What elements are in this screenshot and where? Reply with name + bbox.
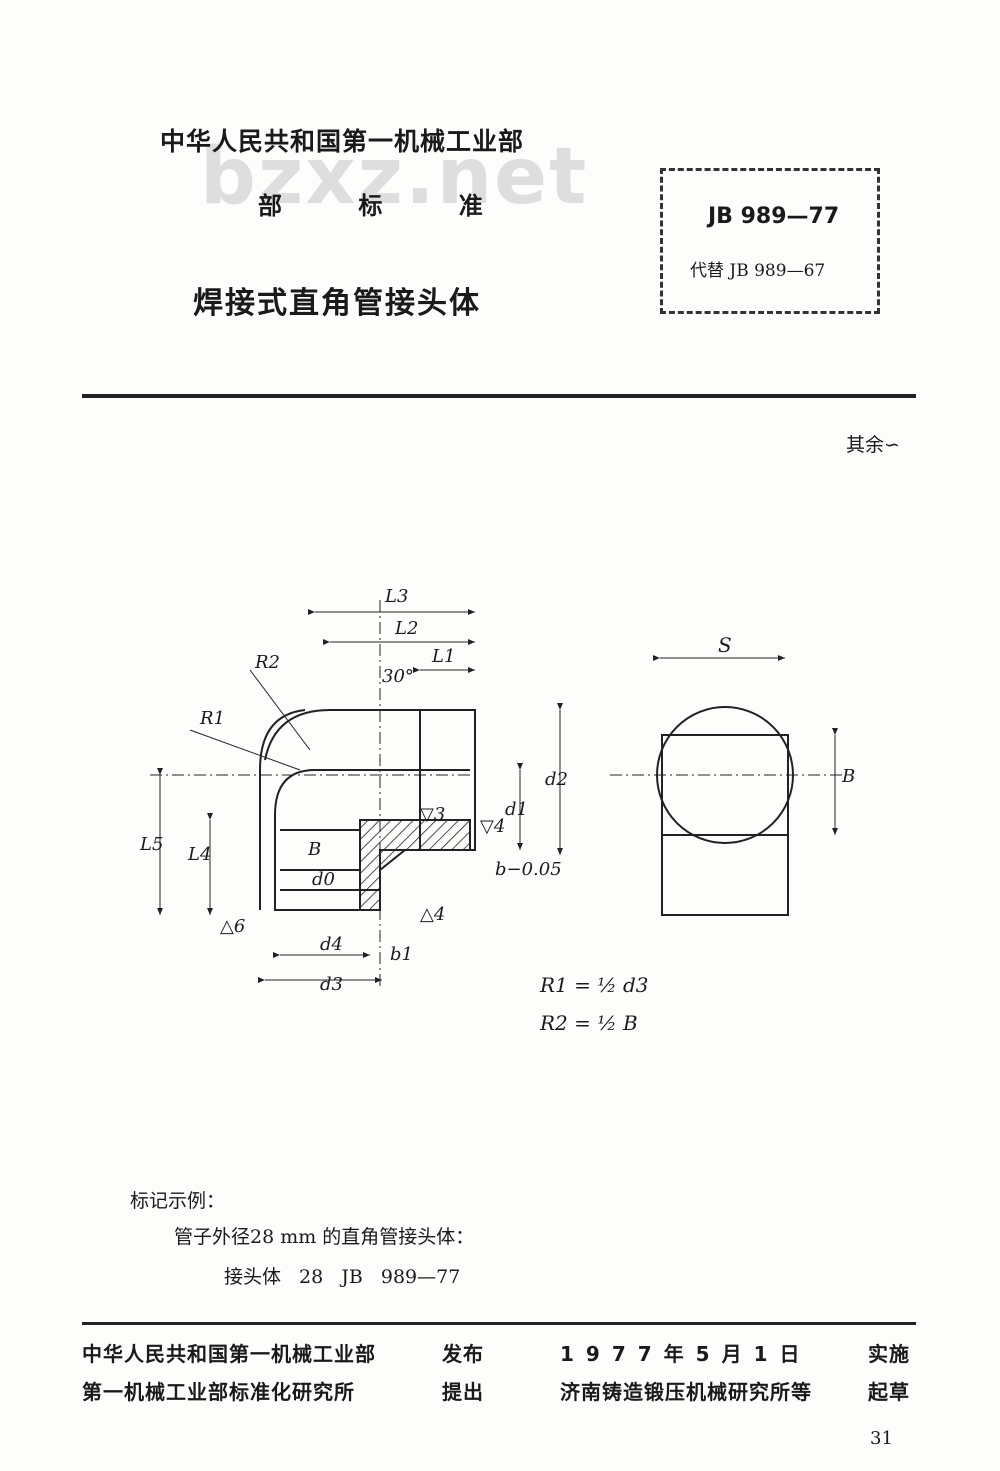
svg-text:▽3: ▽3 [420, 804, 445, 825]
svg-text:d2: d2 [545, 769, 568, 790]
svg-text:d0: d0 [312, 869, 335, 890]
standard-label: 部 标 准 [258, 191, 517, 220]
svg-text:b−0.05: b−0.05 [495, 859, 562, 880]
svg-text:△6: △6 [220, 916, 245, 937]
marking-example-description: 管子外径28 mm 的直角管接头体： [174, 1226, 475, 1248]
side-view [610, 655, 845, 916]
marking-example-title: 标记示例： [130, 1190, 226, 1212]
svg-text:30°: 30° [382, 666, 414, 687]
issuer-action: 发布 [442, 1342, 484, 1366]
footer-rule [82, 1322, 916, 1325]
issuer: 中华人民共和国第一机械工业部 [82, 1342, 376, 1366]
document-title: 焊接式直角管接头体 [193, 286, 481, 321]
replaces-standard: 代替 JB 989—67 [690, 261, 826, 281]
watermark: bzxz.net [200, 132, 589, 222]
svg-text:△4: △4 [420, 904, 445, 925]
page-number: 31 [870, 1428, 893, 1449]
formula-r1: R1 = ½ d3 [539, 973, 649, 997]
svg-text:R2: R2 [254, 652, 280, 673]
header-rule [82, 394, 916, 398]
drawing-labels: L3 L2 L1 R2 R1 30° L5 L4 B d0 d4 d3 d1 d… [139, 586, 568, 995]
technical-drawing: L3 L2 L1 R2 R1 30° L5 L4 B d0 d4 d3 d1 d… [139, 586, 855, 1035]
formula-r2: R2 = ½ B [539, 1011, 638, 1035]
svg-text:L3: L3 [384, 586, 408, 607]
effective-action: 实施 [868, 1342, 910, 1366]
svg-text:L5: L5 [139, 834, 163, 855]
svg-text:L4: L4 [187, 844, 211, 865]
svg-text:d3: d3 [320, 974, 343, 995]
drafter: 济南铸造锻压机械研究所等 [560, 1380, 812, 1404]
side-label-b: B [841, 766, 855, 787]
svg-text:b1: b1 [390, 944, 413, 965]
ministry-name: 中华人民共和国第一机械工业部 [160, 127, 525, 156]
drafter-action: 起草 [868, 1380, 910, 1404]
svg-text:R1: R1 [199, 708, 225, 729]
standard-number-box [660, 168, 880, 314]
svg-text:d4: d4 [320, 934, 343, 955]
proposer: 第一机械工业部标准化研究所 [82, 1380, 355, 1404]
marking-example-code: 接头体 28 JB 989—77 [224, 1266, 461, 1288]
svg-text:d1: d1 [505, 799, 528, 820]
svg-text:L2: L2 [394, 618, 418, 639]
svg-text:B: B [307, 839, 321, 860]
svg-text:▽4: ▽4 [480, 816, 505, 837]
surface-roughness-note: 其余∽ [846, 434, 900, 456]
svg-text:L1: L1 [431, 646, 455, 667]
dimension-lines [150, 600, 563, 990]
side-label-s: S [718, 633, 732, 657]
proposer-action: 提出 [442, 1380, 484, 1404]
effective-date: 1977年5月1日 [560, 1342, 812, 1366]
front-view [259, 709, 476, 911]
standard-code: JB 989—77 [708, 204, 840, 229]
